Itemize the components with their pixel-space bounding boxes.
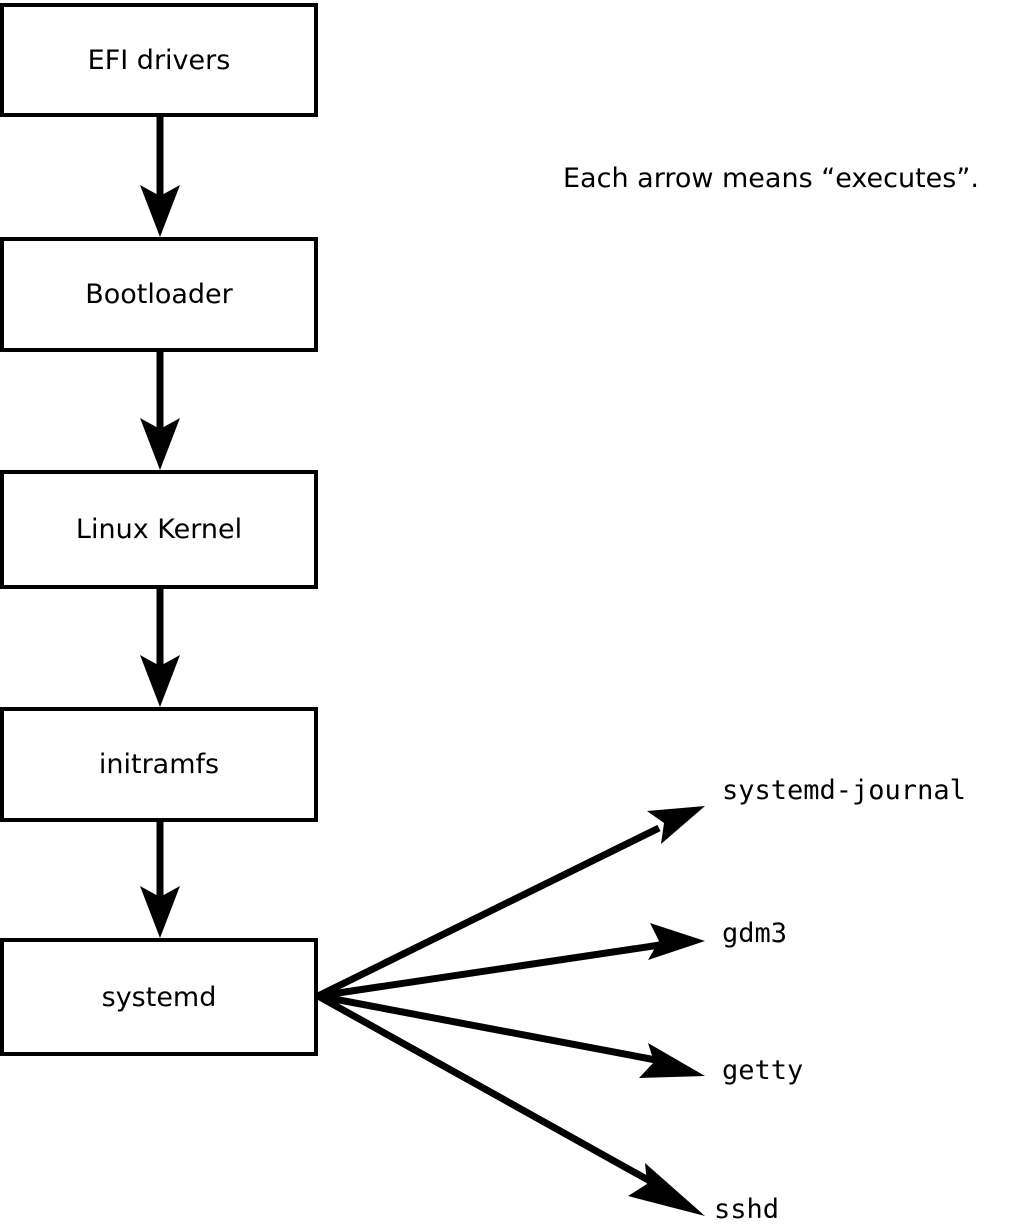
arrow-efi-drivers-to-bootloader	[140, 117, 180, 237]
node-efi-drivers[interactable]: EFI drivers	[0, 3, 318, 117]
arrow-linux-kernel-to-initramfs	[140, 589, 180, 707]
node-linux-kernel[interactable]: Linux Kernel	[0, 470, 318, 589]
node-initramfs[interactable]: initramfs	[0, 707, 318, 822]
arrow-bootloader-to-linux-kernel	[140, 352, 180, 470]
node-label-efi-drivers: EFI drivers	[87, 44, 231, 76]
node-label-systemd: systemd	[101, 981, 217, 1013]
node-systemd[interactable]: systemd	[0, 938, 318, 1056]
arrow-systemd-to-getty	[317, 992, 705, 1078]
leaf-label-getty[interactable]: getty	[722, 1055, 804, 1086]
arrow-systemd-to-gdm3	[317, 923, 705, 1000]
node-label-linux-kernel: Linux Kernel	[75, 514, 243, 545]
node-bootloader[interactable]: Bootloader	[0, 237, 318, 352]
arrow-systemd-to-sshd	[316, 992, 705, 1216]
arrow-initramfs-to-systemd	[140, 822, 180, 938]
leaf-label-systemd-journal[interactable]: systemd-journal	[722, 775, 966, 806]
diagram-caption: Each arrow means “executes”.	[563, 163, 979, 194]
node-label-bootloader: Bootloader	[85, 279, 233, 310]
leaf-label-gdm3[interactable]: gdm3	[722, 918, 788, 949]
node-label-initramfs: initramfs	[98, 749, 220, 780]
arrow-systemd-to-systemd-journal	[316, 806, 705, 1000]
leaf-label-sshd[interactable]: sshd	[714, 1194, 780, 1225]
